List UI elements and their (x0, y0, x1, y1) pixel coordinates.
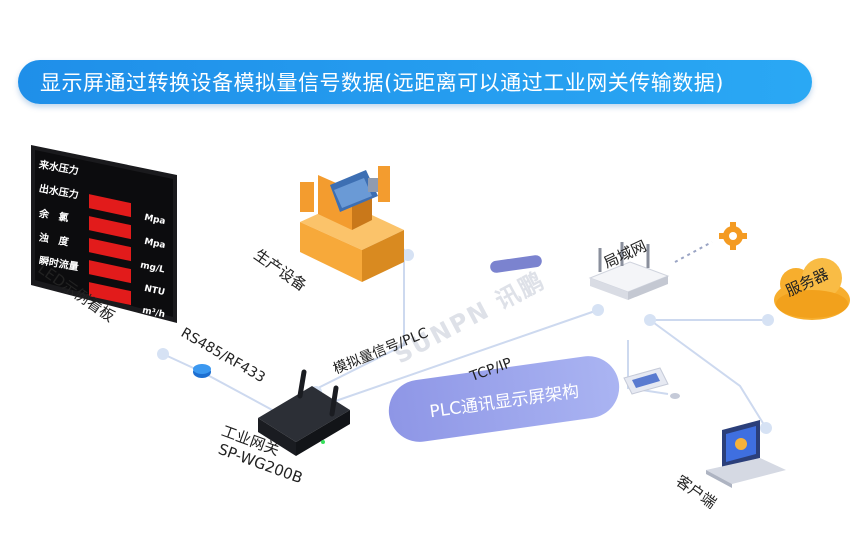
gear-icon (719, 222, 747, 250)
led-digits (89, 194, 131, 306)
rs485-module-icon (193, 364, 211, 378)
laptop-client-icon (706, 420, 786, 488)
led-board-frame (31, 145, 177, 323)
line-lan-device (627, 340, 669, 395)
dotted-link (674, 241, 713, 263)
gateway-device-icon (258, 369, 350, 456)
led-display-board: 来水压力 出水压力 余 氯 浊 度 瞬时流量 Mpa Mpa mg/L NTU … (27, 145, 177, 325)
production-equipment-icon (300, 166, 404, 282)
line-lan-client (649, 319, 767, 429)
page-title: 显示屏通过转换设备模拟量信号数据(远距离可以通过工业网关传输数据) (40, 71, 724, 95)
architecture-label: PLC通讯显示屏架构 (428, 381, 581, 422)
monitor-device-icon (623, 367, 680, 399)
line-gateway-lan (323, 309, 599, 406)
cloud-server-icon (774, 258, 850, 320)
router-icon (588, 242, 670, 300)
title-banner: 显示屏通过转换设备模拟量信号数据(远距离可以通过工业网关传输数据) (18, 60, 812, 104)
